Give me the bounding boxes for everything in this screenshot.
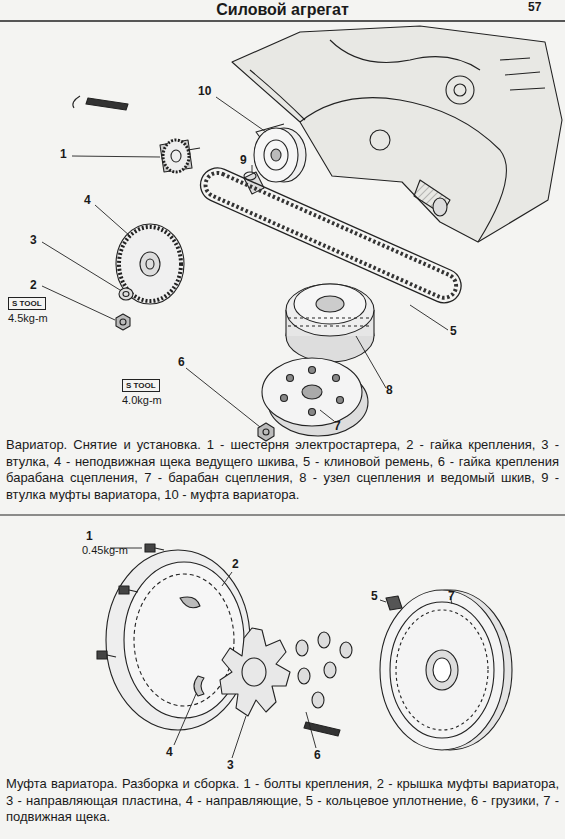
callout-number: 5: [450, 325, 457, 339]
callout-number: 6: [178, 356, 185, 370]
fixed-sheave: [116, 224, 184, 304]
clutch-assembly: [286, 284, 374, 362]
callout-number: 10: [198, 85, 211, 99]
moving-face: [380, 590, 512, 750]
callout-number: 8: [386, 384, 393, 398]
figure-caption: Вариатор. Снятие и установка. 1 - шестер…: [6, 437, 559, 504]
callout-number: 4: [166, 746, 173, 760]
nut: [116, 314, 130, 330]
callout-number: 6: [314, 749, 321, 763]
page-header: Силовой агрегат: [216, 1, 348, 19]
clutch-drum: [262, 358, 368, 436]
o-ring: [386, 596, 402, 610]
figure-rule: [0, 514, 565, 515]
tool-badge: S TOOL 4.0kg-m: [122, 374, 162, 406]
variator-clutch: [254, 128, 306, 182]
callout-number: 7: [334, 420, 341, 434]
engine-housing: [232, 26, 562, 242]
tool-badge: S TOOL 4.5kg-m: [8, 292, 48, 324]
torque-value: 4.0kg-m: [122, 394, 162, 406]
tool-badge-text: S TOOL: [122, 379, 160, 392]
guides: [194, 676, 204, 696]
page-number: 57: [528, 1, 541, 15]
leader-lines-bottom: [110, 548, 452, 758]
guide-plate: [220, 628, 290, 716]
bushing-small: [119, 288, 133, 300]
figure-caption: Муфта вариатора. Разборка и сборка. 1 - …: [6, 776, 559, 826]
callout-number: 7: [448, 590, 455, 604]
callout-number: 4: [84, 194, 91, 208]
callout-number: 3: [227, 759, 234, 773]
bolts: [97, 544, 164, 659]
callout-number: 5: [371, 590, 378, 604]
starter-gear: [160, 140, 200, 172]
rollers: [296, 632, 352, 708]
tool-icon: [73, 96, 128, 110]
callout-number: 2: [30, 279, 37, 293]
callout-number: 1: [86, 530, 93, 544]
header-rule: [0, 20, 565, 22]
tool-badge-text: S TOOL: [8, 297, 46, 310]
cover: [106, 550, 250, 730]
callout-number: 2: [232, 558, 239, 572]
callout-number: 9: [240, 154, 247, 168]
torque-value: 4.5kg-m: [8, 312, 48, 324]
torque-value: 0.45kg-m: [82, 544, 128, 557]
callout-number: 1: [60, 148, 67, 162]
leader-lines: [42, 97, 448, 427]
callout-number: 3: [30, 234, 37, 248]
